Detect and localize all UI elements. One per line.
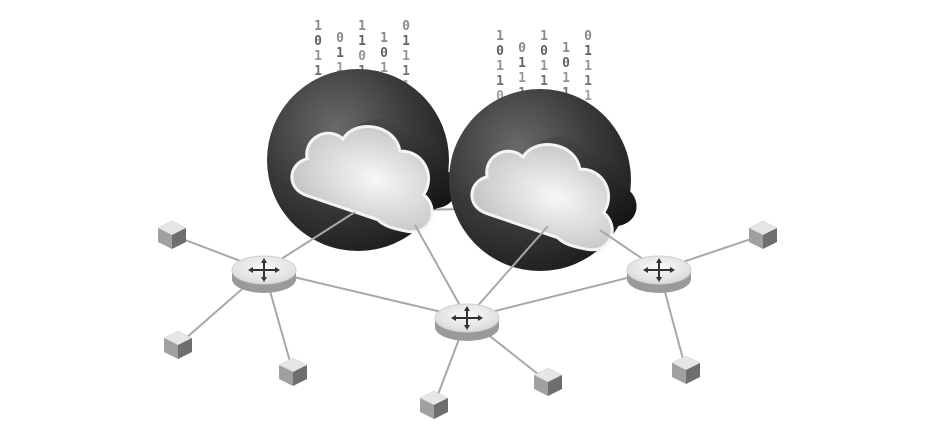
cloud-icon [470, 136, 637, 252]
connection-line [263, 269, 468, 319]
binary-digit: 1 [562, 41, 570, 56]
binary-digit: 1 [584, 89, 592, 104]
connection-line [414, 224, 468, 319]
binary-digit: 0 [562, 56, 570, 71]
binary-digit: 0 [402, 19, 410, 34]
cube-icon [671, 355, 701, 384]
cube-icon [163, 330, 193, 359]
binary-digit: 1 [380, 61, 388, 76]
device-left-bottom [163, 330, 193, 359]
cloud-sphere-right [449, 89, 637, 271]
device-center-right [533, 367, 563, 396]
binary-digit: 0 [496, 44, 504, 59]
binary-digit: 0 [496, 89, 504, 104]
cloud-sphere-left [267, 69, 457, 251]
connection-line [466, 225, 549, 319]
binary-digit: 1 [496, 29, 504, 44]
binary-digit: 1 [402, 64, 410, 79]
binary-digit: 1 [518, 71, 526, 86]
binary-digit: 1 [336, 46, 344, 61]
cube-icon [278, 357, 308, 386]
binary-digit: 1 [402, 34, 410, 49]
binary-digit: 0 [584, 29, 592, 44]
devices [157, 220, 778, 419]
cube-icon [419, 390, 449, 419]
binary-digit: 1 [518, 56, 526, 71]
cube-icon [748, 220, 778, 249]
binary-digit: 1 [336, 61, 344, 76]
four-way-arrows-icon [451, 306, 483, 330]
binary-digit: 1 [562, 71, 570, 86]
binary-digit: 1 [540, 59, 548, 74]
device-left-middle [278, 357, 308, 386]
routers [231, 255, 692, 341]
binary-digit: 0 [336, 31, 344, 46]
binary-digit: 1 [584, 59, 592, 74]
binary-digit: 0 [358, 49, 366, 64]
router-right [626, 255, 692, 293]
binary-digit: 0 [314, 34, 322, 49]
binary-digit: 1 [540, 29, 548, 44]
binary-digit: 0 [540, 44, 548, 59]
cube-icon [157, 220, 187, 249]
device-right-top [748, 220, 778, 249]
binary-digit: 1 [314, 19, 322, 34]
binary-digit: 1 [314, 64, 322, 79]
binary-digit: 1 [584, 74, 592, 89]
binary-digit: 1 [358, 34, 366, 49]
binary-digit: 1 [496, 74, 504, 89]
binary-digit: 1 [358, 19, 366, 34]
binary-digit: 0 [518, 41, 526, 56]
router-center [434, 303, 500, 341]
cloud-icon [290, 118, 457, 234]
device-center-left [419, 390, 449, 419]
binary-digit: 1 [314, 49, 322, 64]
device-right-bottom [671, 355, 701, 384]
binary-digit: 1 [584, 44, 592, 59]
four-way-arrows-icon [248, 258, 280, 282]
binary-digit: 1 [496, 59, 504, 74]
binary-digit: 1 [540, 74, 548, 89]
device-left-top [157, 220, 187, 249]
cube-icon [533, 367, 563, 396]
binary-digit: 0 [380, 46, 388, 61]
four-way-arrows-icon [643, 258, 675, 282]
binary-digit: 1 [380, 31, 388, 46]
binary-digit: 1 [402, 49, 410, 64]
router-left [231, 255, 297, 293]
